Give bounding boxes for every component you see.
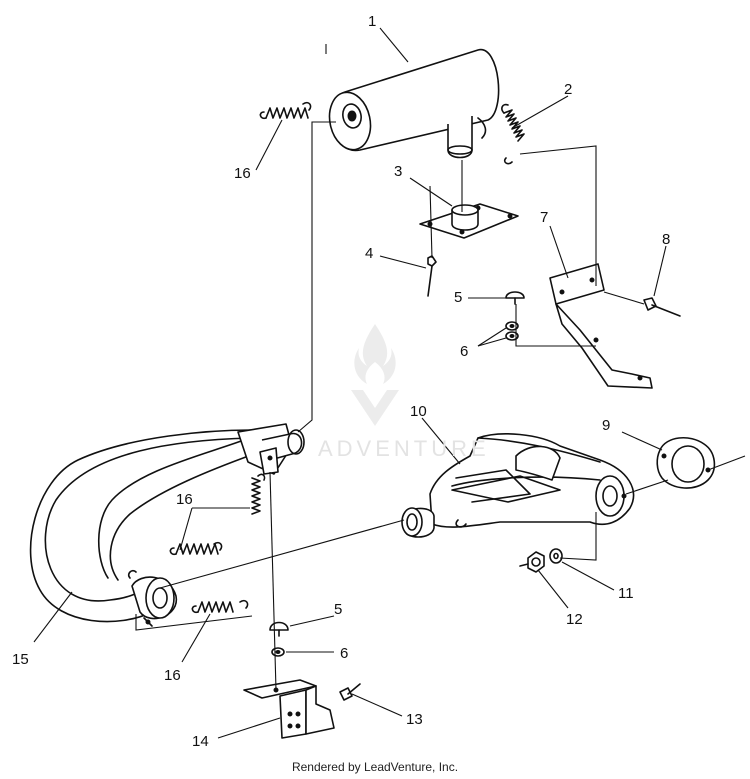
label-10: 10 [410,403,427,420]
watermark-text: ADVENTURE [318,436,490,461]
leader-lines [33,27,667,739]
label-6-lower: 6 [340,645,348,662]
cap-and-washer-lower [269,621,289,657]
footer-credit: Rendered by LeadVenture, Inc. [291,760,459,774]
spring-upper-left [259,101,312,120]
label-16-lower: 16 [164,667,181,684]
label-3: 3 [394,163,402,180]
watermark-logo-icon [351,324,399,426]
label-11: 11 [618,585,634,602]
label-4: 4 [365,245,373,262]
spring-upper-right [501,103,525,165]
label-5-lower: 5 [334,601,342,618]
springs-middle [169,473,266,614]
bolt-left [427,255,437,297]
bolt-lower [339,683,361,701]
label-7: 7 [540,209,548,226]
label-2: 2 [564,81,572,98]
label-14: 14 [192,733,209,750]
exhaust-pipe [29,423,305,627]
bracket-lower [243,679,335,739]
label-8: 8 [662,231,670,248]
muffler [328,49,500,159]
label-15: 15 [12,651,29,668]
cap-and-washers-upper [505,291,525,341]
part-labels: 1 2 3 4 5 6 7 8 9 10 11 12 13 14 15 16 1… [12,13,670,750]
nut-and-washer [519,548,563,573]
mounting-plate [419,203,519,239]
label-1: 1 [368,13,376,30]
assembly-lines [135,121,746,691]
bolt-right [643,297,681,317]
label-16-upper: 16 [234,165,251,182]
manifold [401,433,635,538]
label-9: 9 [602,417,610,434]
label-16-middle: 16 [176,491,193,508]
label-6-upper: 6 [460,343,468,360]
bracket-right [549,263,653,389]
label-13: 13 [406,711,423,728]
label-12: 12 [566,611,583,628]
gasket [656,437,716,489]
label-5-upper: 5 [454,289,462,306]
